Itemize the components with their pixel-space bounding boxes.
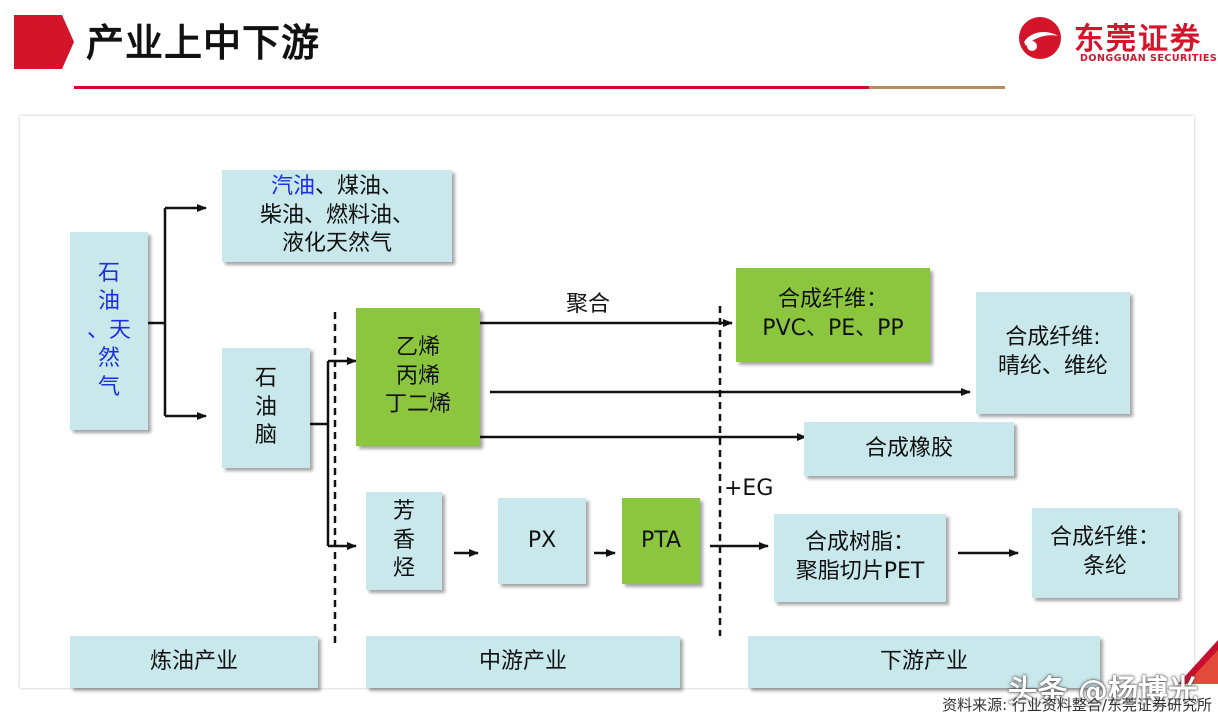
px-box: PX	[498, 498, 586, 584]
fiber-polyester-line-2: 条纶	[1082, 554, 1127, 579]
pta-box: PTA	[622, 498, 700, 584]
page-title: 产业上中下游	[86, 21, 321, 65]
stage-refining: 炼油产业	[70, 636, 318, 688]
resin-line-1: 合成树脂：	[804, 530, 915, 556]
polymerize-label: 聚合	[566, 292, 611, 317]
source-note: 资料来源: 行业资料整合/东莞证券研究所	[942, 696, 1212, 714]
crude-char-5: 气	[97, 374, 120, 400]
ethylene-label: 乙烯	[395, 335, 440, 361]
naphtha-char-2: 油	[254, 394, 277, 420]
crude-char-1: 石	[97, 260, 120, 286]
fiber-nitrile-box: 合成纤维: 晴纶、维纶	[976, 292, 1130, 414]
resin-line-2: 聚脂切片PET	[795, 559, 925, 584]
fiber-nitrile-line-1: 合成纤维:	[1005, 325, 1101, 351]
stage-midstream: 中游产业	[366, 636, 680, 688]
crude-char-2: 油	[97, 289, 120, 315]
fiber-pvc-line-1: 合成纤维：	[777, 287, 888, 313]
dongguan-logo-icon	[1019, 17, 1061, 59]
corner-accent-icon	[1178, 640, 1218, 684]
watermark-text: 头条 @杨博光	[1007, 674, 1198, 709]
crude-oil-gas-box: 石 油 、天 然 气	[70, 232, 148, 430]
aromatics-char-2: 香	[392, 527, 415, 553]
fiber-pvc-box: 合成纤维： PVC、PE、PP	[736, 268, 930, 362]
crude-char-3: 、天	[86, 317, 131, 343]
aromatics-box: 芳 香 烃	[366, 492, 442, 590]
naphtha-box: 石 油 脑	[222, 348, 310, 468]
logo-text-cn: 东莞证券	[1074, 22, 1202, 57]
aromatics-char-3: 烃	[392, 556, 415, 582]
synthetic-rubber-box: 合成橡胶	[804, 422, 1014, 476]
aromatics-char-1: 芳	[392, 499, 415, 525]
crude-char-4: 然	[97, 346, 120, 372]
fuel-line-2: 柴油、燃料油、	[259, 202, 414, 228]
title-underline-red	[74, 86, 869, 89]
gasoline-label: 汽油	[270, 174, 315, 200]
fuel-line-1: 汽油、煤油、	[271, 173, 403, 202]
naphtha-char-1: 石	[254, 366, 277, 392]
fuel-products-box: 汽油、煤油、 柴油、燃料油、 液化天然气	[222, 170, 452, 262]
propylene-label: 丙烯	[395, 363, 440, 389]
fuel-line-3: 液化天然气	[281, 231, 392, 257]
fuel-line-1-rest: 、煤油、	[315, 174, 404, 200]
stage-downstream: 下游产业	[748, 636, 1100, 688]
naphtha-char-3: 脑	[254, 423, 277, 449]
fiber-polyester-box: 合成纤维： 条纶	[1032, 508, 1178, 598]
resin-pet-box: 合成树脂： 聚脂切片PET	[774, 514, 946, 602]
title-underline-tan	[869, 86, 1005, 89]
butadiene-label: 丁二烯	[384, 392, 451, 418]
title-marker	[14, 15, 74, 69]
eg-label: +EG	[724, 476, 774, 501]
logo-text-en: DONGGUAN SECURITIES	[1080, 53, 1218, 64]
fiber-pvc-line-2: PVC、PE、PP	[762, 316, 904, 341]
olefins-box: 乙烯 丙烯 丁二烯	[356, 308, 480, 446]
connector-lines	[148, 204, 1019, 644]
fiber-polyester-line-1: 合成纤维：	[1049, 525, 1160, 551]
fiber-nitrile-line-2: 晴纶、维纶	[997, 354, 1108, 379]
industry-chain-diagram: 石 油 、天 然 气 汽油、煤油、 柴油、燃料油、 液化天然气 石 油 脑 乙烯…	[20, 116, 1194, 688]
